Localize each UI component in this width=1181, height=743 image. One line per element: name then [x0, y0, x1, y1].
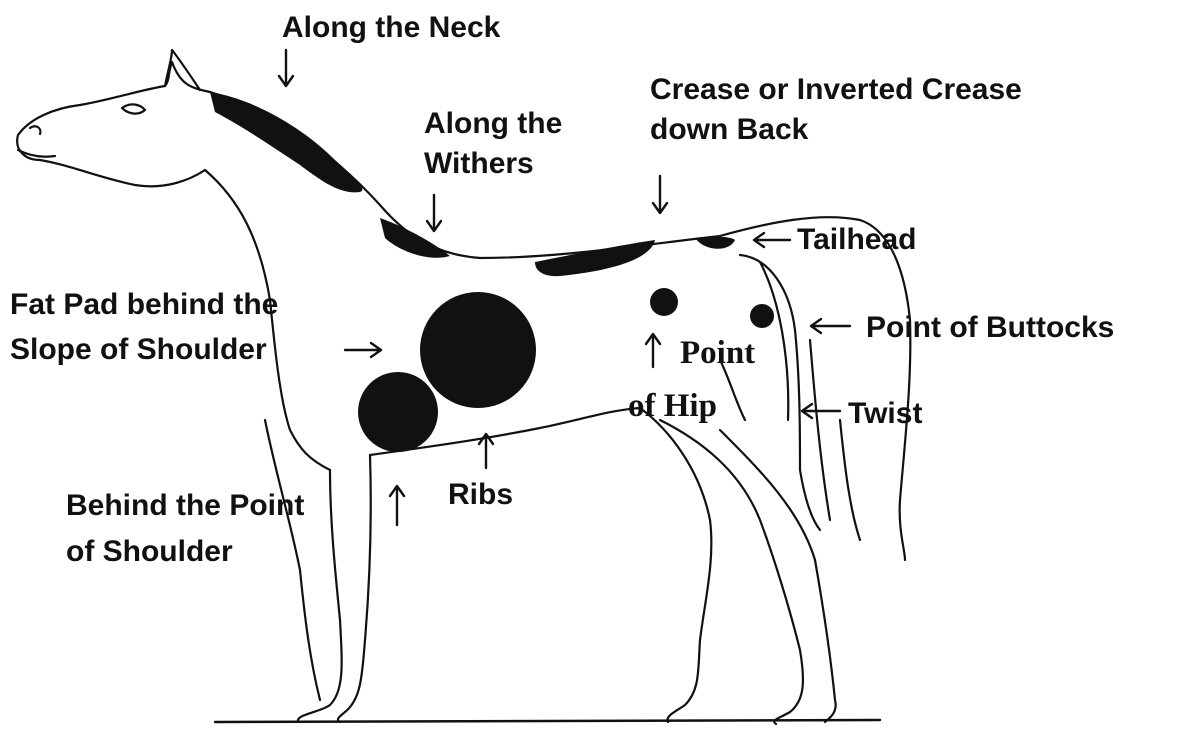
- arrow-withers: [427, 195, 441, 231]
- arrow-twist: [802, 404, 840, 418]
- fat-shoulder-small: [358, 372, 438, 452]
- ground-line: [215, 720, 880, 722]
- arrow-crease: [653, 176, 667, 213]
- label-behind-point-line1: Behind the Point: [66, 486, 304, 526]
- arrow-tailhead: [754, 233, 790, 247]
- label-behind-point-line2: of Shoulder: [66, 532, 233, 572]
- fat-back: [535, 240, 655, 276]
- arrow-behind-point: [390, 486, 404, 525]
- arrow-neck: [279, 50, 293, 86]
- label-crease-line1: Crease or Inverted Crease: [650, 70, 1022, 110]
- arrow-fat-pad: [345, 343, 381, 357]
- horse-outline-hind-leg-2: [660, 420, 803, 724]
- label-crease-line2: down Back: [650, 110, 808, 150]
- horse-outline-nostril: [30, 126, 40, 134]
- arrow-buttocks: [811, 319, 850, 333]
- horse-outline-hind-leg-1: [640, 408, 711, 722]
- arrow-hip: [646, 334, 660, 367]
- label-along-neck: Along the Neck: [282, 8, 500, 48]
- horse-outline-front-leg-3: [265, 420, 320, 700]
- horse-outline-eye: [122, 104, 145, 113]
- label-ribs: Ribs: [448, 475, 513, 515]
- horse-outline-tail-front: [740, 255, 820, 530]
- horse-outline-front-leg-2: [338, 455, 371, 722]
- fat-point-of-hip: [650, 288, 678, 316]
- fat-point-of-buttocks: [750, 304, 774, 328]
- label-twist: Twist: [848, 394, 922, 434]
- horse-outline-front-leg-1: [298, 470, 342, 720]
- label-point-of-hip-line1: Point: [680, 333, 755, 373]
- label-fat-pad-line1: Fat Pad behind the: [10, 285, 278, 325]
- label-fat-pad-line2: Slope of Shoulder: [10, 330, 267, 370]
- horse-outline-tail-inner: [760, 262, 860, 540]
- label-along-withers-line1: Along the: [424, 104, 562, 144]
- fat-shoulder-large: [420, 292, 536, 408]
- label-along-withers-line2: Withers: [424, 144, 534, 184]
- label-tailhead: Tailhead: [797, 220, 916, 260]
- arrow-ribs: [479, 434, 493, 468]
- horse-outline-hind-leg-3: [720, 430, 836, 722]
- fat-neck: [210, 92, 362, 192]
- label-point-of-buttocks: Point of Buttocks: [866, 308, 1114, 348]
- fat-tailhead: [695, 237, 735, 249]
- label-point-of-hip-line2: of Hip: [628, 386, 717, 426]
- horse-outline-head: [17, 62, 210, 186]
